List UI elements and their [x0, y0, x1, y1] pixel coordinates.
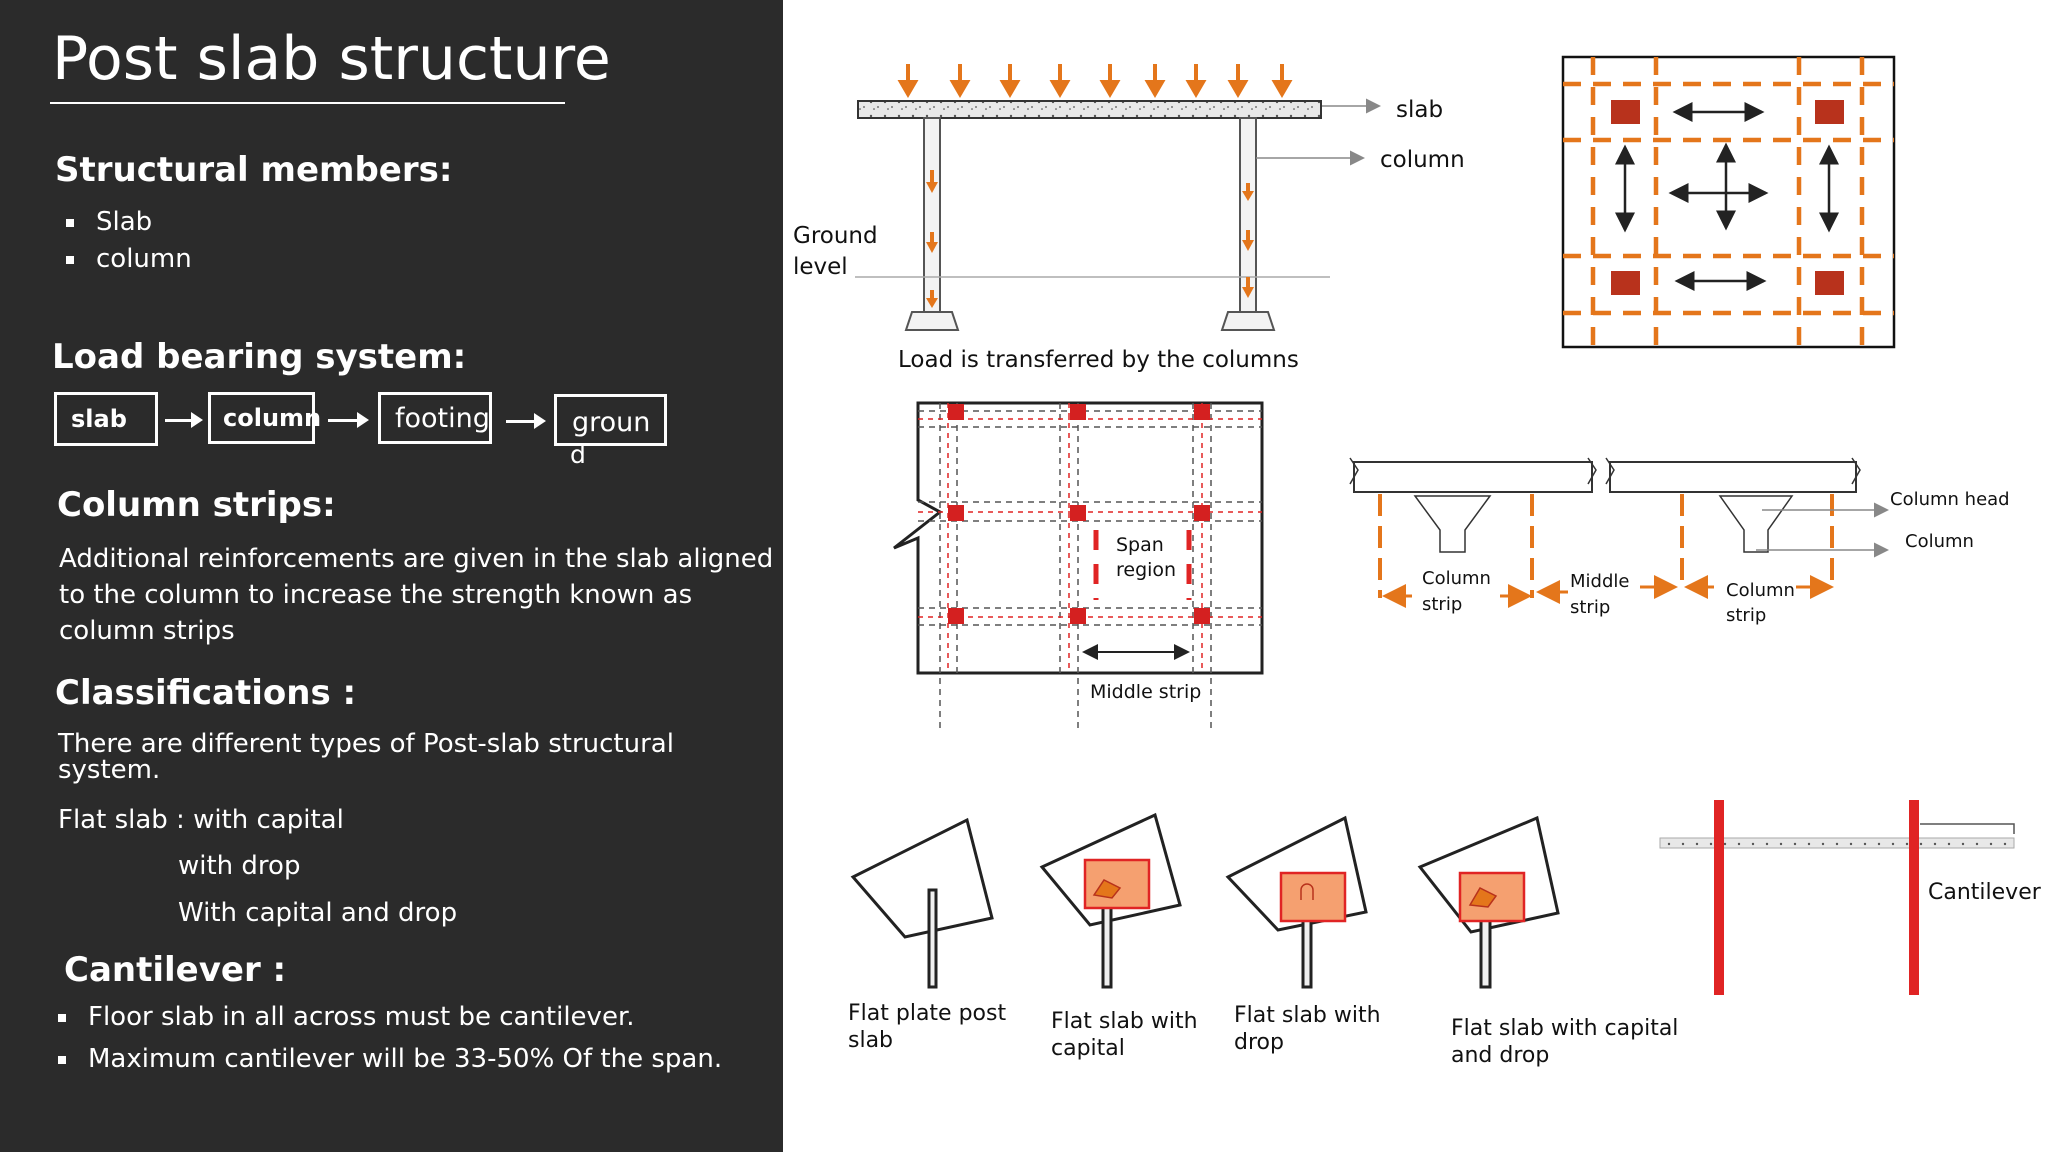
cantilever-figure [1659, 800, 2015, 995]
load-heading: Load bearing system: [52, 337, 467, 377]
classification-with-capital-drop: With capital and drop [178, 898, 458, 928]
classifications-intro-line: system. [58, 755, 161, 785]
label-column-strip-2: Column [1726, 580, 1795, 601]
load-transfer-diagram [855, 64, 1381, 331]
span-strip-plan [893, 401, 1264, 730]
label-span: Span [1116, 534, 1164, 556]
flow-box-slab: slab [54, 392, 158, 446]
label-middle-strip: Middle strip [1090, 681, 1202, 703]
type-flat-plate-b: slab [848, 1028, 894, 1053]
cantilever-item: Maximum cantilever will be 33-50% Of the… [58, 1044, 722, 1074]
label-region: region [1116, 559, 1177, 581]
classifications-heading: Classifications : [55, 673, 357, 713]
column-load-arrow-icons [926, 170, 1254, 308]
double-arrow-icons [1615, 102, 1839, 291]
type-drop-b: drop [1234, 1030, 1284, 1055]
label-level: level [793, 254, 848, 280]
bullet-square-icon [58, 1013, 66, 1022]
type-flat-plate: Flat plate post [848, 1001, 1007, 1026]
label-middle: Middle [1570, 571, 1630, 592]
column-strips-line: to the column to increase the strength k… [59, 580, 693, 610]
flow-box-ground-overflow: d [570, 440, 586, 469]
bullet-square-icon [66, 218, 74, 227]
column-left [923, 117, 941, 313]
column-square-icons [1611, 100, 1844, 295]
column-strips-heading: Column strips: [57, 485, 336, 525]
label-column-strip-1: Column [1422, 568, 1491, 589]
flow-box-column: column [208, 392, 321, 444]
strip-arrow-icons [1382, 575, 1834, 608]
structural-item: column [66, 244, 192, 274]
type-drop: Flat slab with [1234, 1003, 1381, 1028]
classifications-intro-line: There are different types of Post-slab s… [58, 729, 674, 759]
slab-types-figures [850, 812, 1560, 989]
classification-with-drop: with drop [178, 851, 301, 881]
flow-box-ground: groun [554, 394, 667, 446]
column-head-section [1349, 457, 1889, 608]
type-capital-drop: Flat slab with capital [1451, 1016, 1679, 1041]
type-capital-drop-b: and drop [1451, 1043, 1550, 1068]
load-arrow-icons [897, 64, 1293, 98]
label-slab: slab [1396, 97, 1444, 123]
left-panel: Post slab structure Structural members: … [0, 0, 783, 1152]
flow-arrow-icon [165, 412, 203, 428]
flow-box-footing: footing [378, 392, 492, 444]
flow-arrow-icon [328, 412, 369, 428]
label-middle-b: strip [1570, 597, 1611, 618]
cantilever-heading: Cantilever : [64, 950, 287, 990]
label-column-head: Column head [1890, 489, 2010, 510]
classification-flat-slab: Flat slab : with capital [58, 805, 344, 835]
title-underline [50, 102, 565, 104]
structural-item: Slab [66, 207, 152, 237]
cantilever-item: Floor slab in all across must be cantile… [58, 1002, 635, 1032]
label-column: column [1380, 147, 1465, 173]
column-dot-icons [948, 404, 1210, 624]
label-column-strip-2b: strip [1726, 605, 1767, 626]
label-cantilever: Cantilever [1928, 880, 2041, 905]
column-strip-plan [1561, 55, 1896, 349]
column-strips-line: column strips [59, 616, 235, 646]
column-strips-line: Additional reinforcements are given in t… [59, 544, 774, 574]
load-caption: Load is transferred by the columns [898, 347, 1299, 373]
label-column-strip-1b: strip [1422, 594, 1463, 615]
flow-arrow-icon [506, 413, 546, 429]
bullet-square-icon [58, 1055, 66, 1064]
structural-heading: Structural members: [55, 150, 453, 190]
type-capital: Flat slab with [1051, 1009, 1198, 1034]
label-ground: Ground [793, 223, 878, 249]
label-section-column: Column [1905, 531, 1974, 552]
bullet-square-icon [66, 255, 74, 264]
page-title: Post slab structure [52, 24, 611, 94]
slab-section [857, 100, 1322, 119]
type-capital-b: capital [1051, 1036, 1125, 1061]
